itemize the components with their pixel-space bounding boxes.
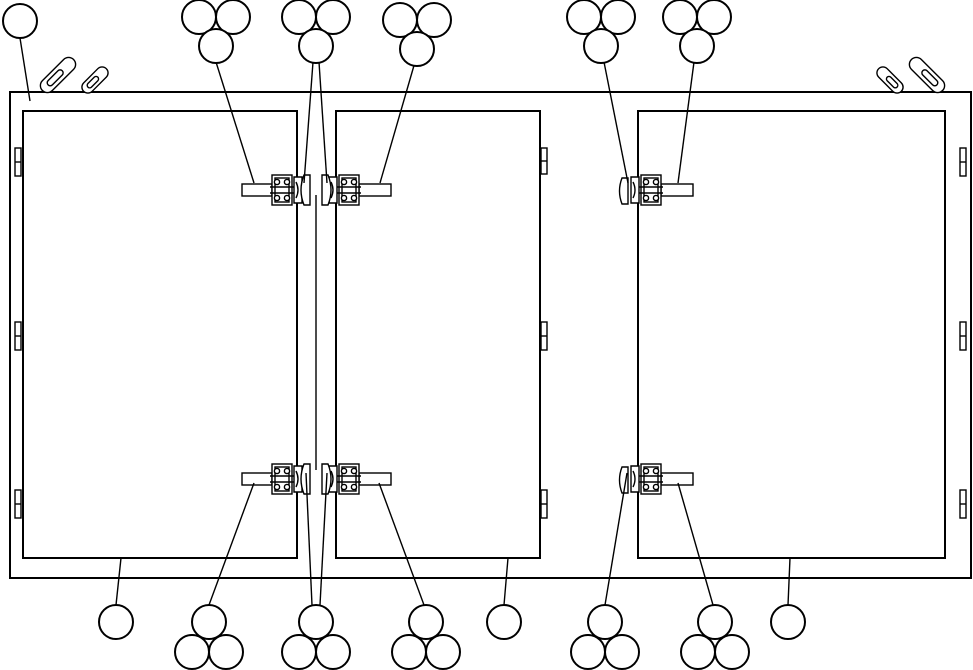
- upper-mullion-clips: [300, 174, 629, 206]
- leader-hinge-ufr-b: [677, 61, 695, 184]
- hinge-upper-right: [630, 174, 694, 206]
- callout-hinge-ur-balloon-3: [399, 31, 435, 67]
- middle-edge-latches: [540, 147, 548, 519]
- callout-hinge-lfr-a: [570, 604, 640, 670]
- callout-hinge-uc-balloon-3: [298, 28, 334, 64]
- left-door: [22, 110, 298, 559]
- hinge-lower-left: [241, 463, 303, 495]
- callout-hinge-lfr-a-balloon-1: [587, 604, 623, 640]
- leader-door-middle: [503, 557, 509, 606]
- callout-hinge-ur-balloon-2: [416, 2, 452, 38]
- callout-hinge-ll-balloon-3: [208, 634, 244, 670]
- callout-hinge-uc: [281, 0, 351, 64]
- callout-hinge-lr-balloon-1: [408, 604, 444, 640]
- callout-hinge-lfr-b-balloon-3: [714, 634, 750, 670]
- callout-hinge-lc-balloon-2: [281, 634, 317, 670]
- hinge-assemblies: [241, 174, 694, 495]
- hinge-lower-right: [630, 463, 694, 495]
- leader-hinge-lfr-a: [604, 472, 628, 606]
- callout-hinge-lr: [391, 604, 461, 670]
- callout-hinge-ur: [382, 2, 452, 67]
- callout-hinge-lr-balloon-3: [425, 634, 461, 670]
- callout-door-right-balloon: [770, 604, 806, 640]
- callout-hinge-ll-balloon-2: [174, 634, 210, 670]
- callout-hinge-lc: [281, 604, 351, 670]
- callout-door-left: [98, 604, 134, 640]
- callout-door-middle: [486, 604, 522, 640]
- callout-hinge-lfr-b-balloon-1: [697, 604, 733, 640]
- leader-hinge-uc-b: [318, 61, 328, 184]
- leader-hinge-lr: [378, 482, 425, 606]
- leader-hinge-ur: [379, 61, 416, 184]
- callout-hinge-ul-balloon-2: [215, 0, 251, 35]
- leader-hinge-lc-a: [305, 472, 313, 606]
- callout-hinge-ll-balloon-1: [191, 604, 227, 640]
- callout-hinge-ufr-a: [566, 0, 636, 64]
- callout-hinge-ufr-b: [662, 0, 732, 64]
- callout-hinge-ufr-a-balloon-3: [583, 28, 619, 64]
- cabinet-frame: [9, 91, 972, 579]
- leader-hinge-ufr-a: [603, 61, 629, 184]
- callout-hinge-lfr-b-balloon-2: [680, 634, 716, 670]
- callout-door-right: [770, 604, 806, 640]
- callout-balloons: [2, 0, 806, 670]
- callout-hinge-lc-balloon-1: [298, 604, 334, 640]
- leader-hinge-lc-b: [319, 472, 328, 606]
- hinge-upper-left: [241, 174, 303, 206]
- callout-frame-balloon: [2, 3, 38, 39]
- callout-hinge-lc-balloon-3: [315, 634, 351, 670]
- leader-hinge-ul: [215, 61, 255, 184]
- callout-hinge-lfr-a-balloon-2: [570, 634, 606, 670]
- hinge-lower-center: [328, 463, 392, 495]
- leader-hinge-lfr-b: [677, 482, 714, 606]
- callout-hinge-lfr-a-balloon-3: [604, 634, 640, 670]
- callout-frame: [2, 3, 38, 39]
- leader-hinge-uc-a: [303, 61, 314, 184]
- leader-door-right: [787, 557, 791, 606]
- callout-hinge-uc-balloon-2: [315, 0, 351, 35]
- callout-door-middle-balloon: [486, 604, 522, 640]
- callout-hinge-lr-balloon-2: [391, 634, 427, 670]
- leader-frame: [19, 37, 31, 102]
- callout-hinge-lfr-b: [680, 604, 750, 670]
- callout-hinge-ll: [174, 604, 244, 670]
- top-left-screws: [39, 56, 109, 94]
- middle-door: [335, 110, 541, 559]
- callout-hinge-ufr-a-balloon-2: [600, 0, 636, 35]
- callout-door-left-balloon: [98, 604, 134, 640]
- callout-hinge-ul-balloon-3: [198, 28, 234, 64]
- left-edge-hinges: [14, 147, 22, 519]
- callout-hinge-ufr-b-balloon-2: [696, 0, 732, 35]
- callout-hinge-ufr-b-balloon-3: [679, 28, 715, 64]
- callout-hinge-ul: [181, 0, 251, 64]
- right-door: [637, 110, 946, 559]
- top-right-screws: [876, 56, 946, 94]
- leader-hinge-ll: [208, 482, 255, 606]
- leader-door-left: [115, 557, 122, 606]
- leader-lines: [19, 37, 791, 606]
- right-edge-hinges: [959, 147, 967, 519]
